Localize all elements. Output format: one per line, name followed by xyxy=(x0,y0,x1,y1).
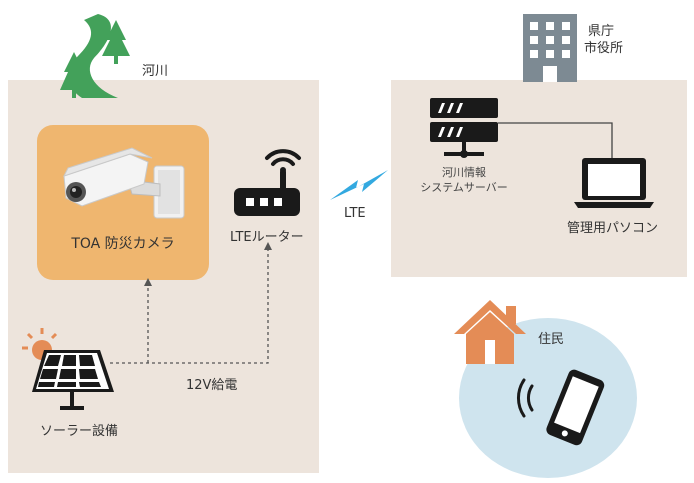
lte-label: LTE xyxy=(344,206,366,221)
river-forest-icon xyxy=(60,14,130,98)
server-label-line1: 河川情報 xyxy=(442,166,486,179)
router-label: LTEルーター xyxy=(230,230,304,245)
solar-panel-icon xyxy=(22,328,114,410)
server-icon xyxy=(430,98,498,158)
river-label: 河川 xyxy=(142,64,169,79)
router-icon xyxy=(234,170,300,216)
building-label-line1: 県庁 xyxy=(588,24,615,39)
laptop-icon xyxy=(574,158,654,208)
security-camera-icon xyxy=(63,147,185,219)
camera-label: TOA 防災カメラ xyxy=(71,236,175,252)
solar-label: ソーラー設備 xyxy=(40,424,119,439)
lte-lightning-icon xyxy=(330,170,388,200)
building-label-line2: 市役所 xyxy=(584,41,624,56)
house-icon xyxy=(454,300,526,364)
server-label-line2: システムサーバー xyxy=(420,181,508,194)
smartphone-icon xyxy=(517,369,605,446)
office-building-icon xyxy=(523,14,577,82)
power-label: 12V給電 xyxy=(186,378,238,393)
pc-label: 管理用パソコン xyxy=(567,221,659,236)
resident-label: 住民 xyxy=(538,332,565,347)
